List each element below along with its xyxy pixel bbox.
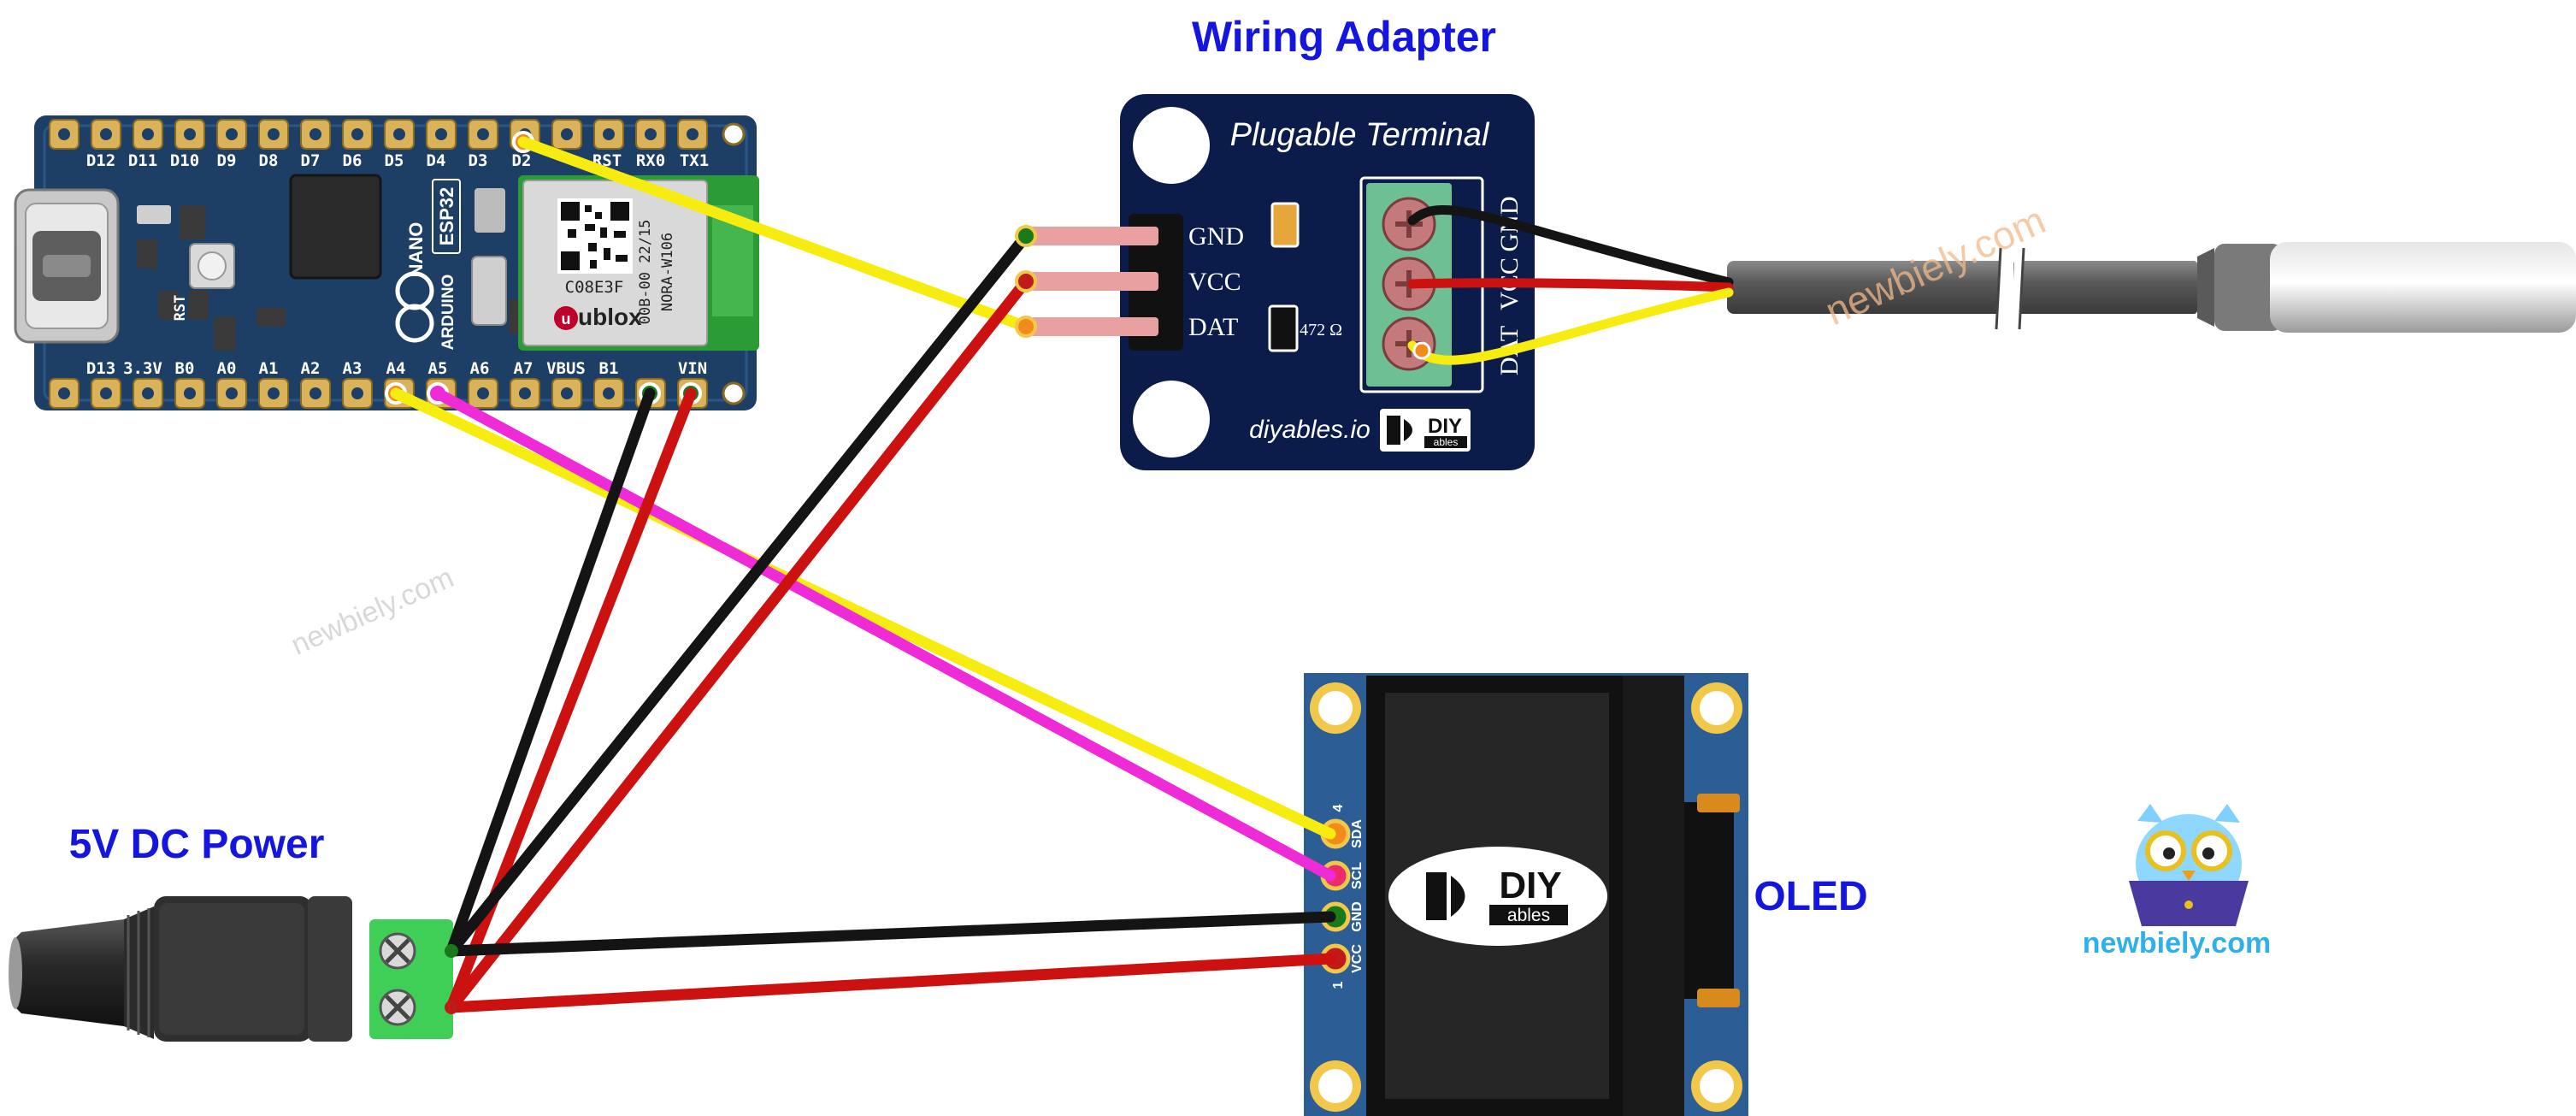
ublox-brand: ublox bbox=[578, 304, 642, 330]
svg-text:u: u bbox=[562, 310, 571, 328]
ublox-logo-icon: u bbox=[554, 306, 578, 330]
arduino-infinity-logo-icon bbox=[395, 271, 434, 343]
jack-screw-terminal bbox=[369, 919, 453, 1039]
probe-wire-red bbox=[1407, 278, 1734, 292]
adapter-site: diyables.io bbox=[1249, 416, 1371, 444]
module-line1: 00B-00 22/15 bbox=[637, 220, 654, 325]
wire-oled-gnd-to-jack bbox=[445, 911, 1336, 957]
terminal-dat-dot bbox=[1412, 341, 1431, 360]
adapter-pin-dot-dat bbox=[1015, 316, 1037, 338]
pin-label-d11: D11 bbox=[128, 151, 157, 170]
pin-label-d9: D9 bbox=[217, 151, 237, 170]
oled-pin-num-4: 4 bbox=[1331, 804, 1346, 812]
pin-label-a4: A4 bbox=[386, 359, 406, 378]
pin-label-a0: A0 bbox=[217, 359, 237, 378]
adapter-pin-dat: DAT bbox=[1188, 313, 1238, 341]
pin-label-d3: D3 bbox=[469, 151, 488, 170]
pin-label-d5: D5 bbox=[385, 151, 404, 170]
ublox-module: C08E3F u ublox 00B-00 22/15 NORA-W106 bbox=[518, 175, 759, 351]
smd-components bbox=[137, 188, 528, 351]
pin-label-a3: A3 bbox=[343, 359, 363, 378]
dc-power-jack: ⊖ ⊕ bbox=[9, 896, 453, 1046]
pin-label-d4: D4 bbox=[427, 151, 446, 170]
jack-plus-dot bbox=[445, 1001, 458, 1014]
oled-pin-num-1: 1 bbox=[1331, 981, 1346, 989]
module-line2: NORA-W106 bbox=[659, 233, 676, 311]
wire-a4-to-sda bbox=[390, 387, 1336, 840]
pin-label-d2: D2 bbox=[512, 151, 532, 170]
newbiely-brand-logo: newbiely.com bbox=[2083, 804, 2271, 960]
wire-oled-vcc-to-jack bbox=[445, 953, 1336, 1013]
rst-button-label: RST bbox=[172, 295, 189, 322]
pin-label-vbus: VBUS bbox=[546, 359, 586, 378]
adapter-pin-dot-gnd bbox=[1015, 225, 1037, 247]
esp32-label: ESP32 bbox=[436, 187, 457, 246]
pin-label-a5: A5 bbox=[428, 359, 448, 378]
adapter-logo-diy: DIY bbox=[1428, 415, 1462, 438]
adapter-pin-gnd: GND bbox=[1188, 222, 1244, 251]
pin-label-vin: VIN bbox=[678, 359, 707, 378]
wire-a5-to-scl bbox=[432, 387, 1336, 882]
pin-label-b0: B0 bbox=[175, 359, 195, 378]
oled-title: OLED bbox=[1754, 874, 1867, 919]
pin-label-a1: A1 bbox=[259, 359, 279, 378]
oled-logo-ables: ables bbox=[1507, 906, 1550, 925]
watermark-board: newbiely.com bbox=[286, 561, 458, 661]
adapter-capacitor bbox=[1270, 202, 1300, 248]
dc-power-title: 5V DC Power bbox=[69, 822, 325, 867]
oled-diyables-logo-icon: DIY ables bbox=[1388, 847, 1607, 946]
pin-label-d6: D6 bbox=[343, 151, 363, 170]
newbiely-brand-text: newbiely.com bbox=[2083, 927, 2271, 960]
pin-label-3v3: 3.3V bbox=[123, 359, 162, 378]
oled-display-module: DIY ables 4 SDA SCL GND VCC 1 bbox=[1304, 673, 1748, 1116]
oled-pin-label-scl: SCL bbox=[1350, 862, 1365, 889]
rst-button: RST bbox=[172, 243, 235, 322]
pin-label-a7: A7 bbox=[514, 359, 533, 378]
adapter-resistor bbox=[1268, 304, 1299, 352]
wire-esp32-gnd-to-jack bbox=[445, 387, 656, 957]
pin-label-d7: D7 bbox=[301, 151, 321, 170]
probe-wire-black bbox=[1407, 205, 1734, 287]
pin-label-d10: D10 bbox=[170, 151, 199, 170]
module-code: C08E3F bbox=[565, 278, 624, 297]
adapter-pin-vcc: VCC bbox=[1188, 268, 1241, 296]
qr-code-icon bbox=[557, 198, 633, 274]
temperature-probe bbox=[1727, 242, 2576, 333]
jack-minus-dot bbox=[445, 944, 458, 958]
adapter-mount-hole-top bbox=[1133, 107, 1210, 184]
owl-mascot-icon bbox=[2129, 804, 2249, 926]
wiring-adapter-title: Wiring Adapter bbox=[1192, 13, 1496, 61]
arduino-label: ARDUINO bbox=[439, 275, 457, 351]
arduino-nano-esp32-board: D12 D11 D10 D9 D8 D7 D6 D5 D4 D3 D2 RST … bbox=[14, 115, 759, 410]
pin-label-tx1: TX1 bbox=[680, 151, 709, 170]
probe-wire-yellow bbox=[1407, 287, 1734, 365]
adapter-title: Plugable Terminal bbox=[1230, 117, 1490, 153]
mcu-chip bbox=[289, 174, 382, 280]
pin-label-rx0: RX0 bbox=[636, 151, 665, 170]
pin-label-a2: A2 bbox=[301, 359, 321, 378]
wires bbox=[390, 136, 1734, 1013]
adapter-mount-hole-bottom bbox=[1133, 381, 1210, 458]
pin-label-d8: D8 bbox=[259, 151, 279, 170]
oled-pin-label-vcc: VCC bbox=[1350, 944, 1365, 973]
wire-d2-to-dat bbox=[517, 136, 1032, 333]
nano-label: NANO bbox=[405, 222, 427, 278]
pin-label-b1: B1 bbox=[599, 359, 619, 378]
wire-adapter-gnd-to-jack bbox=[445, 230, 1032, 957]
oled-logo-diy: DIY bbox=[1499, 865, 1561, 906]
adapter-logo-ables: ables bbox=[1434, 436, 1459, 448]
pin-label-d12: D12 bbox=[86, 151, 115, 170]
adapter-resistor-label: 472 Ω bbox=[1300, 321, 1342, 340]
usb-c-port bbox=[14, 188, 120, 344]
oled-pin-label-gnd: GND bbox=[1350, 901, 1365, 932]
adapter-pin-dot-vcc bbox=[1015, 270, 1037, 292]
wire-adapter-vcc-to-jack bbox=[445, 275, 1032, 1013]
pin-label-d13: D13 bbox=[86, 359, 115, 378]
oled-pin-label-sda: SDA bbox=[1350, 819, 1365, 848]
adapter-diyables-logo-icon: DIY ables bbox=[1380, 409, 1471, 452]
pin-label-a6: A6 bbox=[470, 359, 490, 378]
